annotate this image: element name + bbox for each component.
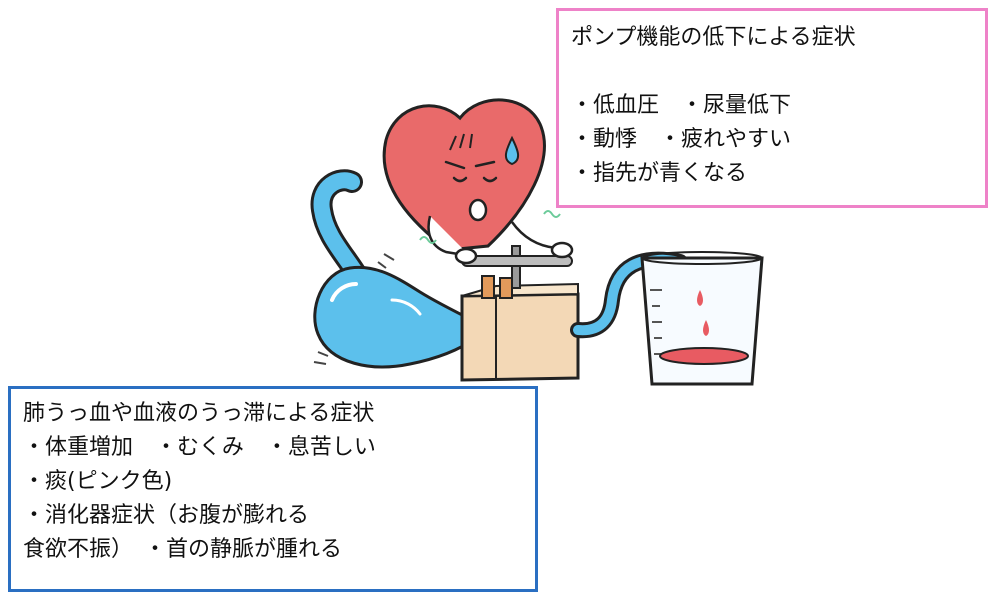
sweat-drop-icon bbox=[505, 135, 519, 166]
pump-symptom-line: ・指先が青くなる bbox=[571, 161, 748, 186]
tremble-lines bbox=[419, 210, 561, 244]
pump-symptom-line: ・低血圧 ・尿量低下 bbox=[571, 93, 792, 118]
congestion-symptom-line: ・痰(ピンク色) bbox=[23, 469, 173, 494]
pump-symptom-line: ・動悸 ・疲れやすい bbox=[571, 127, 792, 152]
congestion-symptom-line: ・体重増加 ・むくみ ・息苦しい bbox=[23, 435, 376, 460]
heart-character-icon bbox=[382, 98, 574, 265]
pump-failure-symptoms-panel: ポンプ機能の低下による症状 ・低血圧 ・尿量低下 ・動悸 ・疲れやすい ・指先が… bbox=[556, 8, 988, 208]
water-balloon-icon bbox=[313, 265, 478, 369]
pump-panel-title: ポンプ機能の低下による症状 bbox=[571, 25, 856, 50]
pump-panel-spacer bbox=[571, 55, 973, 89]
shake-lines bbox=[313, 253, 395, 365]
pump-box-icon bbox=[460, 245, 580, 382]
congestion-symptom-line: ・消化器症状（お腹が膨れる bbox=[23, 503, 310, 528]
congestion-panel-title: 肺うっ血や血液のうっ滞による症状 bbox=[23, 401, 375, 426]
congestion-symptom-line: 食欲不振） ・首の静脈が腫れる bbox=[23, 537, 343, 562]
measuring-cup-icon bbox=[640, 251, 764, 386]
congestion-symptoms-panel: 肺うっ血や血液のうっ滞による症状 ・体重増加 ・むくみ ・息苦しい ・痰(ピンク… bbox=[8, 386, 538, 592]
